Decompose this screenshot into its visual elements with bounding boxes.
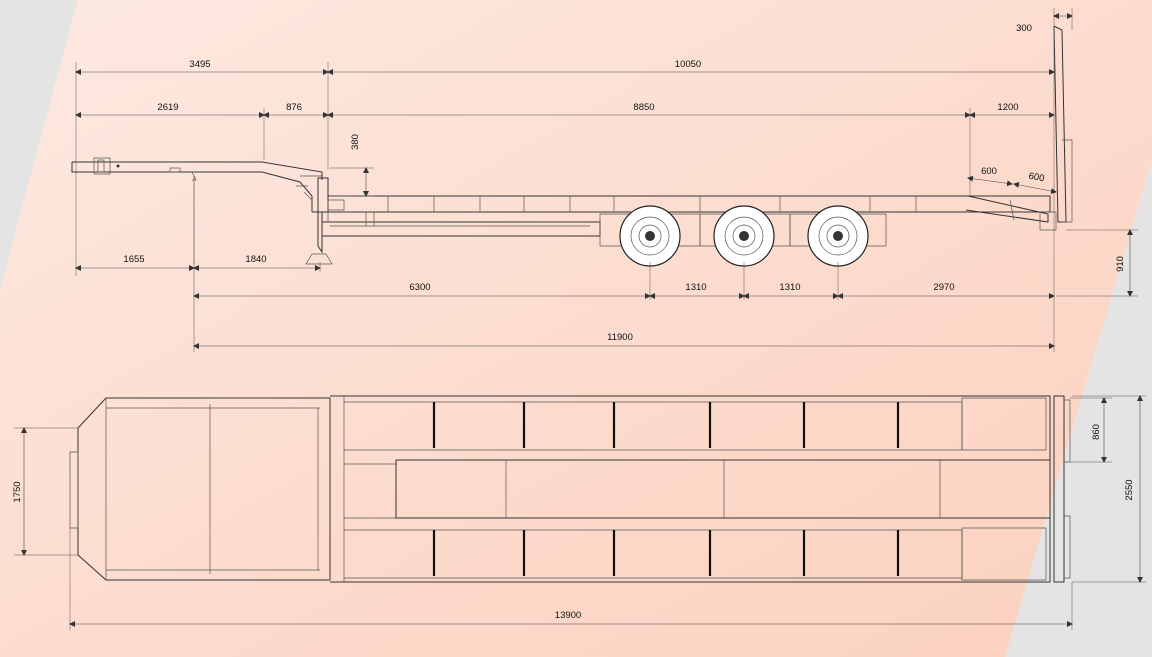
- dim-1750: 1750: [12, 481, 23, 502]
- dim-2970: 2970: [933, 282, 954, 293]
- dim-600-left: 600: [981, 166, 997, 177]
- dim-3495: 3495: [189, 59, 210, 70]
- dim-1310-first: 1310: [685, 282, 706, 293]
- dim-910: 910: [1115, 256, 1126, 272]
- side-view: [71, 25, 1073, 267]
- dim-13900: 13900: [555, 610, 581, 621]
- dim-8850: 8850: [633, 102, 654, 113]
- dim-6300: 6300: [409, 282, 430, 293]
- dim-1200: 1200: [997, 102, 1018, 113]
- dim-10050: 10050: [675, 59, 701, 70]
- wheel-1: [619, 205, 681, 267]
- dim-11900: 11900: [607, 332, 633, 343]
- dim-600-right: 600: [1028, 171, 1046, 185]
- dim-1840: 1840: [245, 254, 266, 265]
- dim-1655: 1655: [123, 254, 144, 265]
- dim-2619: 2619: [157, 102, 178, 113]
- dim-860: 860: [1091, 424, 1102, 440]
- dim-300: 300: [1016, 23, 1032, 34]
- wheel-3: [807, 205, 869, 267]
- dim-380: 380: [350, 134, 361, 150]
- dim-2550: 2550: [1124, 479, 1135, 500]
- dimension-lines: 300 3495 10050 2619 876 8850 1200 380 60…: [12, 8, 1146, 630]
- dim-1310-second: 1310: [779, 282, 800, 293]
- dim-876: 876: [286, 102, 302, 113]
- wheel-2: [713, 205, 775, 267]
